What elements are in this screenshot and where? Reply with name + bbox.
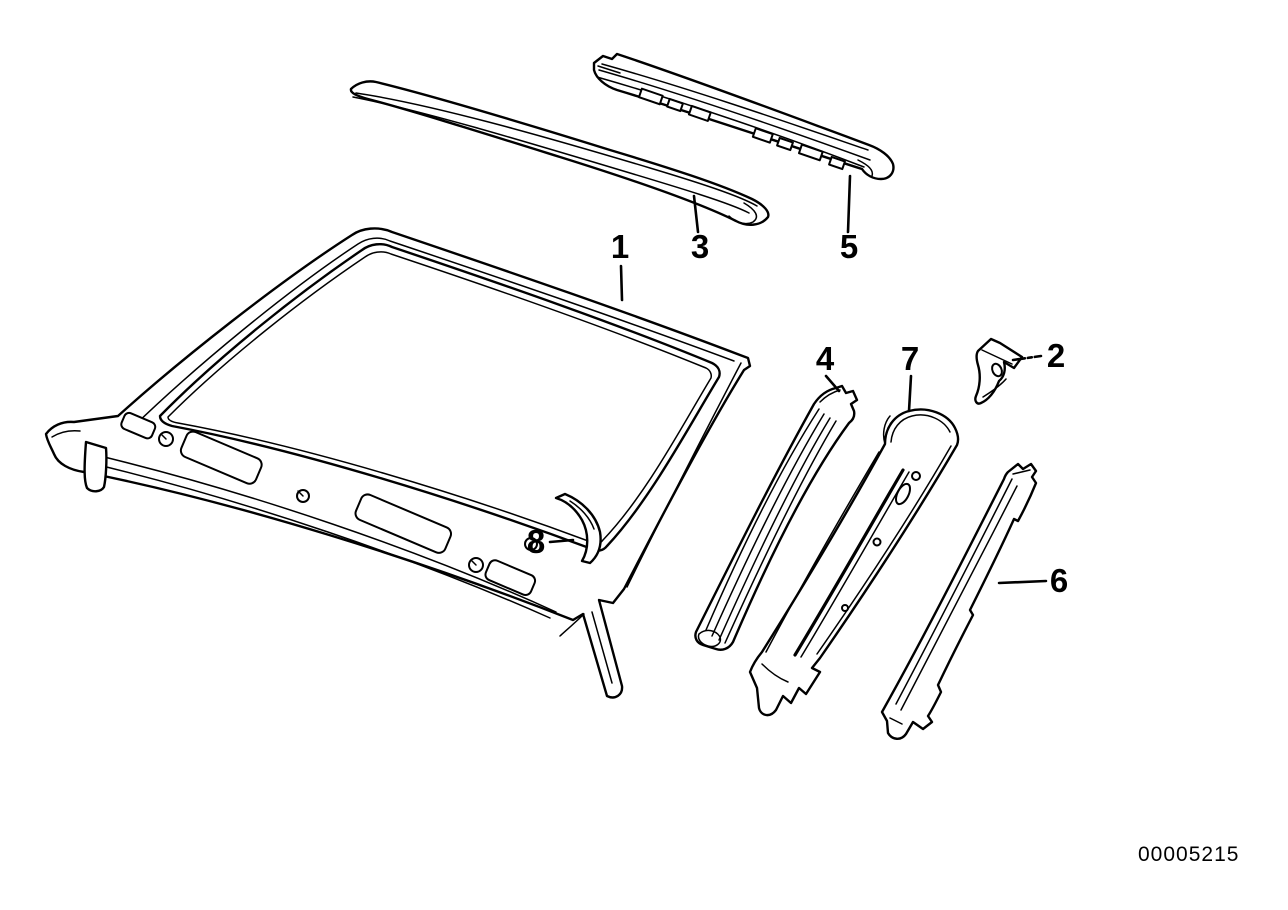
hole-4 <box>524 537 538 551</box>
part-6-pillar-strip <box>880 462 1038 740</box>
strip-outline <box>349 80 770 226</box>
cowl-band-line-1 <box>95 454 557 613</box>
pillar7-slot <box>895 482 911 506</box>
pillar6-line-2 <box>900 485 1018 711</box>
callout-7[interactable]: 7 <box>901 340 919 377</box>
cowl-band-line-2 <box>89 462 551 619</box>
pillar6-outline <box>880 462 1038 740</box>
right-rail-inner-line <box>626 362 742 588</box>
callout-labels: 1 3 5 4 7 2 6 8 <box>527 228 1068 599</box>
hole-1-notch <box>160 433 167 440</box>
callout-4[interactable]: 4 <box>816 340 835 377</box>
rail-stamped-slots <box>637 87 846 171</box>
pillar6-line-1 <box>895 478 1013 705</box>
pillar4-line-3 <box>718 417 831 641</box>
pillar7-hole-2 <box>872 537 882 547</box>
rail-curl-line <box>857 159 874 177</box>
part-2-bracket <box>974 337 1024 405</box>
right-leg-line <box>591 611 613 684</box>
pillar4-line-2 <box>711 413 825 637</box>
frame-crease-line <box>132 237 735 428</box>
strip-end-curl <box>728 202 758 225</box>
leader-lines <box>548 174 1048 585</box>
rail-line-2 <box>596 76 865 168</box>
pillar7-left-inner <box>765 451 880 653</box>
callout-5[interactable]: 5 <box>840 228 858 265</box>
pillar7-head-inner <box>890 414 951 443</box>
slot-small-left <box>120 411 157 440</box>
frame-outline <box>44 227 752 699</box>
corner-step-line <box>559 613 585 637</box>
pillar4-line-4 <box>724 420 837 644</box>
strip-line-2 <box>352 96 750 214</box>
pillar7-hole-3 <box>841 604 849 612</box>
callout-2[interactable]: 2 <box>1047 337 1065 374</box>
left-pillar-stub <box>83 440 108 493</box>
rail-slot <box>751 127 774 144</box>
part-3-header-strip <box>349 80 770 226</box>
bracket2-inner <box>982 378 1007 398</box>
pillar7-foot-line <box>761 663 789 683</box>
leader-1 <box>619 264 624 302</box>
window-opening-outer <box>158 242 721 552</box>
rail-line-1 <box>598 69 871 161</box>
part-4-pillar-strip <box>694 384 859 651</box>
pillar6-foot-line <box>889 717 903 725</box>
part-7-center-pillar <box>748 408 960 717</box>
window-opening-inner <box>167 251 712 545</box>
leader-6 <box>997 579 1048 585</box>
rail-slot <box>828 155 846 171</box>
part-1-windshield-frame <box>44 227 752 699</box>
bracket-crease <box>569 500 595 530</box>
drawing-number: 00005215 <box>1138 843 1239 866</box>
pillar4-foot <box>697 629 722 648</box>
hole-3-notch <box>470 559 477 566</box>
bracket2-fold <box>981 349 1013 365</box>
rail-line-top <box>601 63 869 151</box>
pillar7-center-crease <box>793 468 905 657</box>
callout-6[interactable]: 6 <box>1050 562 1068 599</box>
leader-7 <box>907 374 913 413</box>
strip-line-1 <box>355 92 758 207</box>
leader-4 <box>824 374 841 393</box>
pillar6-head-line <box>1012 469 1031 475</box>
leader-2 <box>1011 354 1043 362</box>
bracket2-hole <box>991 362 1003 378</box>
rail-tab-line <box>597 65 621 74</box>
pillar7-right-inner <box>816 445 952 655</box>
slot-small-right <box>484 559 537 597</box>
leader-5 <box>846 174 852 234</box>
cowl-slots <box>120 411 538 597</box>
pillar7-horn <box>882 415 891 445</box>
rail-slot <box>637 87 664 106</box>
leader-8 <box>548 538 575 544</box>
slot-large-1 <box>179 430 263 485</box>
slot-large-2 <box>354 493 453 554</box>
leader-3 <box>692 194 700 234</box>
part-5-front-roof-rail <box>592 52 895 181</box>
rail-slot <box>666 97 684 113</box>
rail-slot <box>776 136 794 152</box>
pillar7-hole-1 <box>911 471 921 481</box>
pillar4-line-1 <box>705 408 820 631</box>
rail-slot <box>687 104 712 122</box>
hole-2-notch <box>297 490 304 497</box>
callout-1[interactable]: 1 <box>611 228 629 265</box>
bracket-outline <box>554 492 602 565</box>
rail-slot <box>797 143 824 162</box>
callout-8[interactable]: 8 <box>527 523 545 560</box>
arm-tip-line <box>51 430 81 438</box>
part-8-corner-bracket <box>554 492 602 565</box>
callout-3[interactable]: 3 <box>691 228 709 265</box>
